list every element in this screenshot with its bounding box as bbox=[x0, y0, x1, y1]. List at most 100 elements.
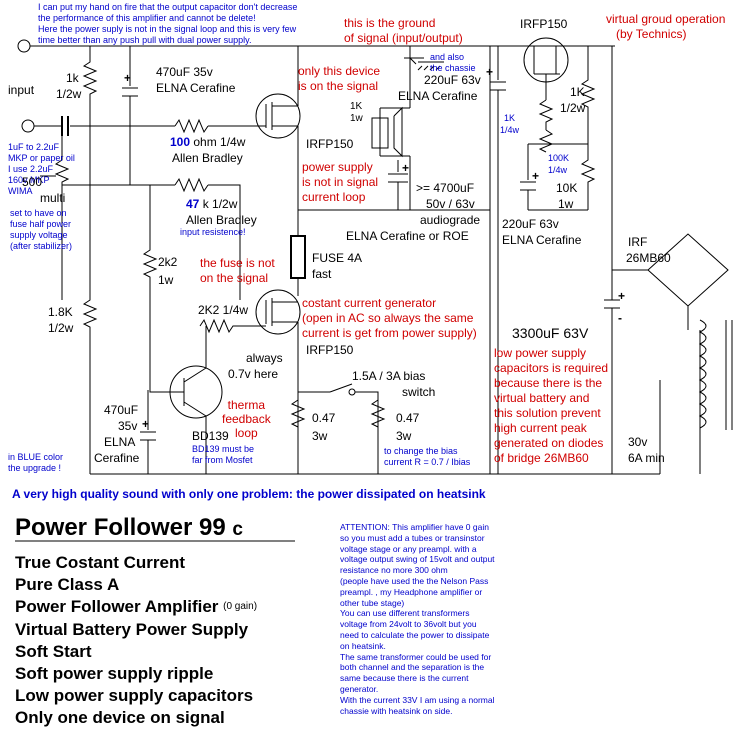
speaker-icon bbox=[393, 106, 403, 158]
fuse-note-1: the fuse is not bbox=[200, 256, 275, 270]
title-main: Power Follower 99 bbox=[15, 514, 226, 541]
ground-signal-2: of signal (input/output) bbox=[344, 31, 463, 45]
attention-note: ATTENTION: This amplifier have 0 gain so… bbox=[340, 522, 495, 716]
attention-5: resistance no more 300 ohm bbox=[340, 565, 448, 576]
label-pot: 500 bbox=[22, 175, 43, 189]
label-1k: 1k bbox=[66, 71, 79, 85]
label-r10k: 10K bbox=[556, 181, 578, 195]
label-pot-multi: multi bbox=[40, 191, 66, 205]
attention-2: so you must add a tubes or transinstor bbox=[340, 532, 485, 543]
label-r1k-q-2: 1/4w bbox=[500, 125, 520, 135]
bias-note-2: current R = 0.7 / Ibias bbox=[384, 457, 471, 467]
label-c3300: 3300uF 63V bbox=[512, 325, 589, 341]
resistor-047b bbox=[370, 399, 386, 428]
minus-c3300: - bbox=[618, 311, 622, 325]
lowps-3: because there is the bbox=[494, 376, 603, 390]
pot-note-1: set to have on bbox=[10, 208, 67, 218]
virtual-gnd-2: (by Technics) bbox=[616, 27, 687, 41]
attention-13: The same transformer could be used for bbox=[340, 651, 492, 662]
label-1k8: 1.8K bbox=[48, 305, 73, 319]
attention-11: need to calculate the power to dissipate bbox=[340, 629, 490, 640]
label-xfmr: 30v bbox=[628, 435, 648, 449]
label-c4700-3: audiograde bbox=[420, 213, 481, 227]
label-r1k1w: 1K bbox=[350, 101, 363, 112]
therma-3: loop bbox=[235, 426, 258, 440]
mosfet-mid-body bbox=[255, 289, 301, 335]
cap-in-2: MKP or paper oil bbox=[8, 153, 75, 163]
attention-7: preampl. , my Headphone amplifier or bbox=[340, 586, 483, 597]
cap-470uf-top bbox=[122, 46, 138, 126]
label-input: input bbox=[8, 83, 35, 97]
resistor-47k bbox=[174, 177, 209, 193]
attention-6: (people have used the the Nelson Pass bbox=[340, 575, 489, 586]
label-2k2: 2k2 bbox=[158, 255, 178, 269]
plus-c470b: + bbox=[142, 417, 150, 431]
pot-note-2: fuse half power bbox=[10, 219, 72, 229]
label-c470b-4: Cerafine bbox=[94, 451, 140, 465]
label-c470b: 470uF bbox=[104, 403, 139, 417]
label-fuse: FUSE 4A bbox=[312, 251, 363, 265]
resistor-2k2-quarter bbox=[199, 318, 266, 334]
cap-in-3: I use 2.2uF bbox=[8, 164, 54, 174]
plus-c3300: + bbox=[618, 289, 626, 303]
label-r047b: 0.47 bbox=[396, 411, 420, 425]
label-c470-top: 470uF 35v bbox=[156, 65, 213, 79]
label-c220: 220uF 63v bbox=[424, 73, 481, 87]
label-r1k1w-2: 1w bbox=[350, 113, 363, 124]
resistor-1k8 bbox=[82, 185, 98, 474]
label-xfmr-2: 6A min bbox=[628, 451, 665, 465]
attention-4: voltage output swing of 15volt and outpu… bbox=[340, 554, 495, 565]
attention-16: generator. bbox=[340, 683, 379, 694]
ccg-2: (open in AC so always the same bbox=[302, 311, 474, 325]
attention-10: voltage from 24volt to 36volt but you bbox=[340, 619, 477, 630]
lowps-8: of bridge 26MB60 bbox=[494, 451, 589, 465]
r100-spec: ohm 1/4w bbox=[190, 135, 246, 149]
attention-9: You can use different transformers bbox=[340, 608, 470, 619]
feature-3-row: Power Follower Amplifier (0 gain) bbox=[15, 596, 257, 618]
attention-1: ATTENTION: This amplifier have 0 gain bbox=[340, 522, 489, 532]
r47-value: 47 bbox=[186, 197, 200, 211]
therma-note: therma feedback loop bbox=[222, 398, 271, 440]
blue-upgrade-note: in BLUE color the upgrade ! bbox=[8, 452, 63, 474]
ccg-1: costant current generator bbox=[302, 296, 437, 310]
label-irfp150-top: IRFP150 bbox=[306, 137, 354, 151]
bias-note-1: to change the bias bbox=[384, 446, 458, 456]
ps-not-2: is not in signal bbox=[302, 175, 379, 189]
lowps-1: low power supply bbox=[494, 346, 587, 360]
label-c220b: 220uF 63v bbox=[502, 217, 559, 231]
label-r1k-q: 1K bbox=[504, 113, 516, 123]
attention-18: chassie with heatsink on side. bbox=[340, 705, 453, 716]
label-c470b-3: ELNA bbox=[104, 435, 136, 449]
ground-signal-note: this is the ground of signal (input/outp… bbox=[344, 16, 463, 46]
lowps-4: virtual battery and bbox=[494, 391, 590, 405]
resistor-100ohm bbox=[174, 118, 209, 134]
label-bd139: BD139 bbox=[192, 429, 229, 443]
cap-4700uf bbox=[388, 160, 408, 210]
header-line-2: the performance of this amplifier and ca… bbox=[38, 13, 256, 23]
always-note: always 0.7v here bbox=[228, 350, 283, 382]
plus-c220b: + bbox=[532, 169, 540, 183]
r47-spec: k 1/2w bbox=[199, 197, 238, 211]
resistor-1k-1w bbox=[371, 117, 389, 149]
therma-2: feedback bbox=[222, 412, 271, 426]
label-1k-w: 1/2w bbox=[56, 87, 82, 101]
attention-8: other tube stage) bbox=[340, 597, 405, 608]
label-c470-top-2: ELNA Cerafine bbox=[156, 81, 236, 95]
header-line-4: time better than any push pull with dual… bbox=[38, 35, 252, 45]
label-irf: IRF bbox=[628, 235, 648, 249]
ccg-note: costant current generator (open in AC so… bbox=[302, 296, 477, 341]
ground-signal-1: this is the ground bbox=[344, 16, 436, 30]
ccg-3: current is get from power supply) bbox=[302, 326, 477, 340]
plus-c220: + bbox=[486, 65, 494, 79]
mosfet-top-body bbox=[255, 93, 301, 139]
quality-line: A very high quality sound with only one … bbox=[12, 487, 486, 501]
label-c220-2: ELNA Cerafine bbox=[398, 89, 478, 103]
feature-1: True Costant Current bbox=[15, 553, 186, 572]
ps-not-note: power supply is not in signal current lo… bbox=[302, 160, 378, 205]
page-title: Power Follower 99 c bbox=[15, 516, 243, 540]
title-suffix: c bbox=[232, 519, 243, 540]
label-c220b-2: ELNA Cerafine bbox=[502, 233, 582, 247]
label-r047a: 0.47 bbox=[312, 411, 336, 425]
fuse-4a bbox=[290, 235, 306, 279]
